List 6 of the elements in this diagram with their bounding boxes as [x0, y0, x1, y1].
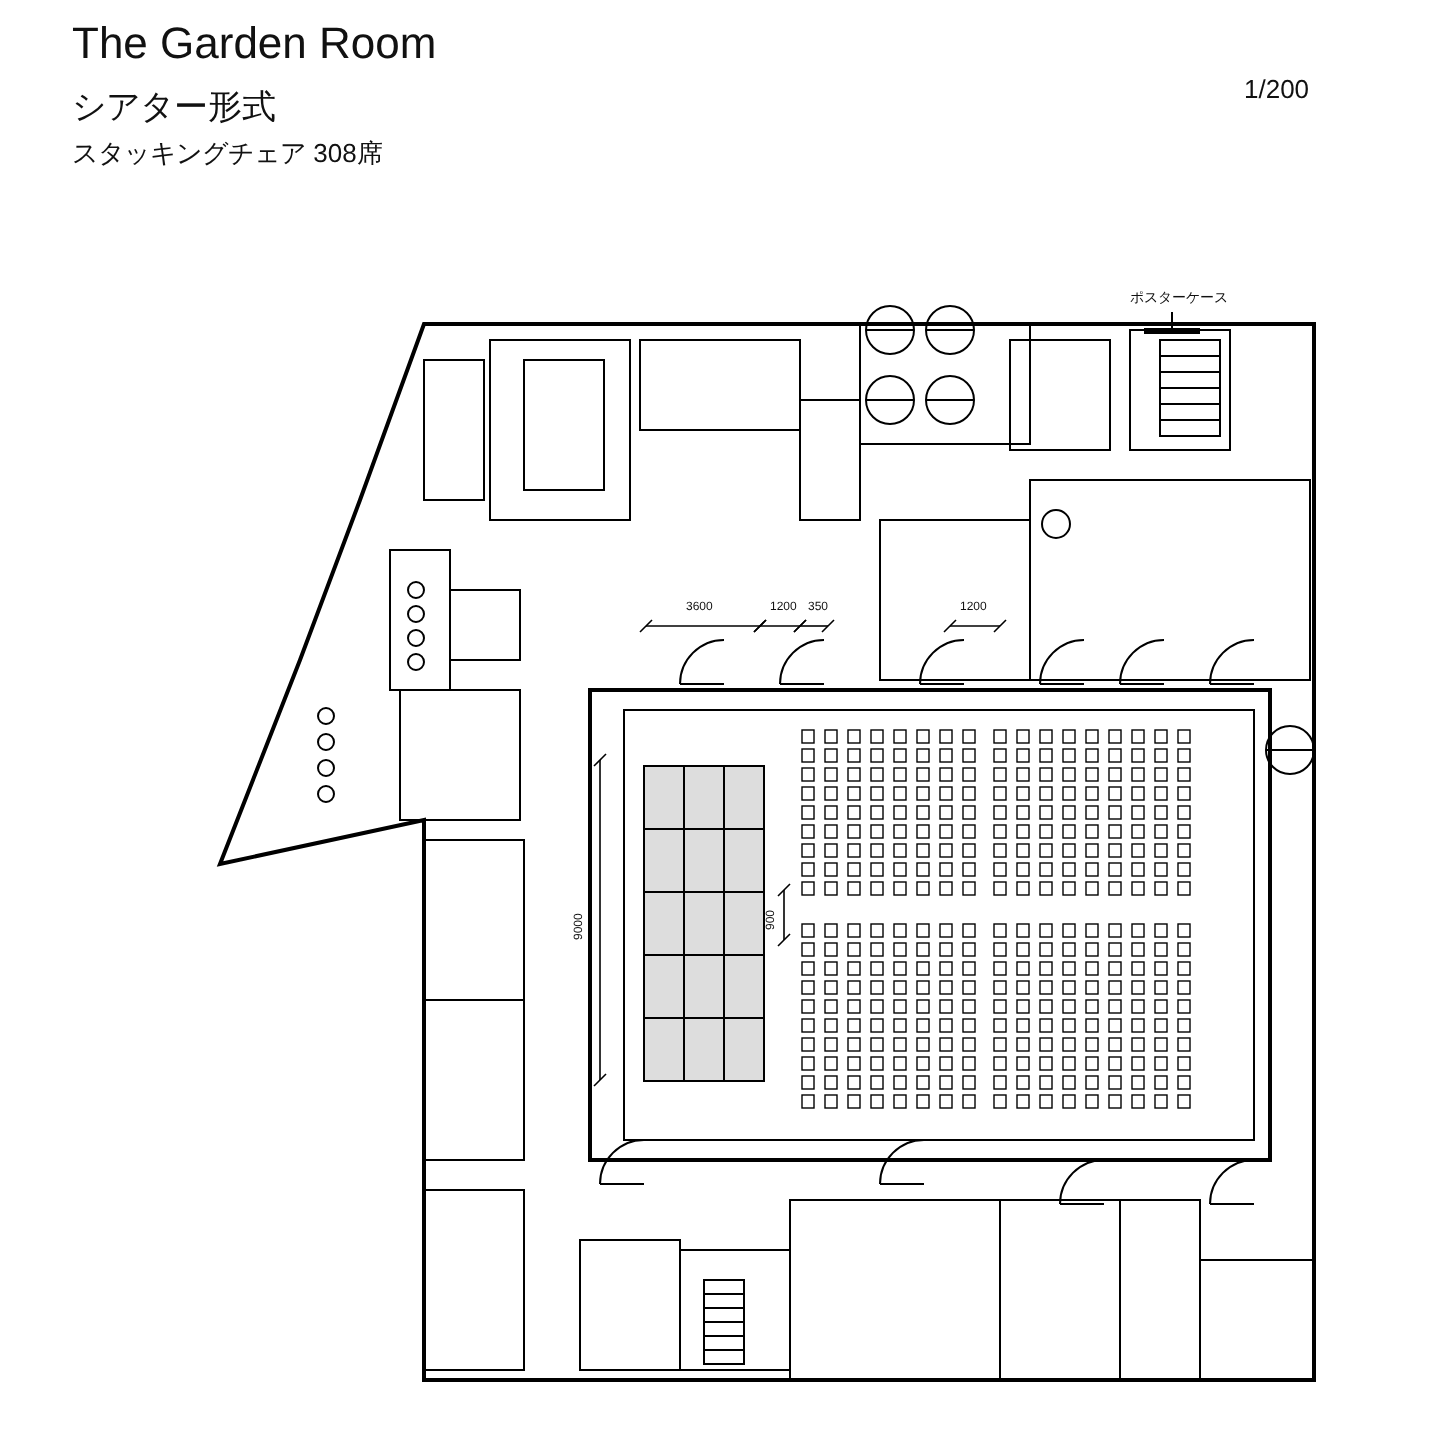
leader-line	[1171, 311, 1173, 329]
seat-count-note: スタッキングチェア 308席	[72, 140, 383, 169]
title: The Garden Room	[72, 20, 437, 69]
subtitle: シアター形式	[72, 90, 276, 128]
scale-label: 1/200	[1244, 76, 1310, 105]
poster-case	[1144, 328, 1200, 334]
